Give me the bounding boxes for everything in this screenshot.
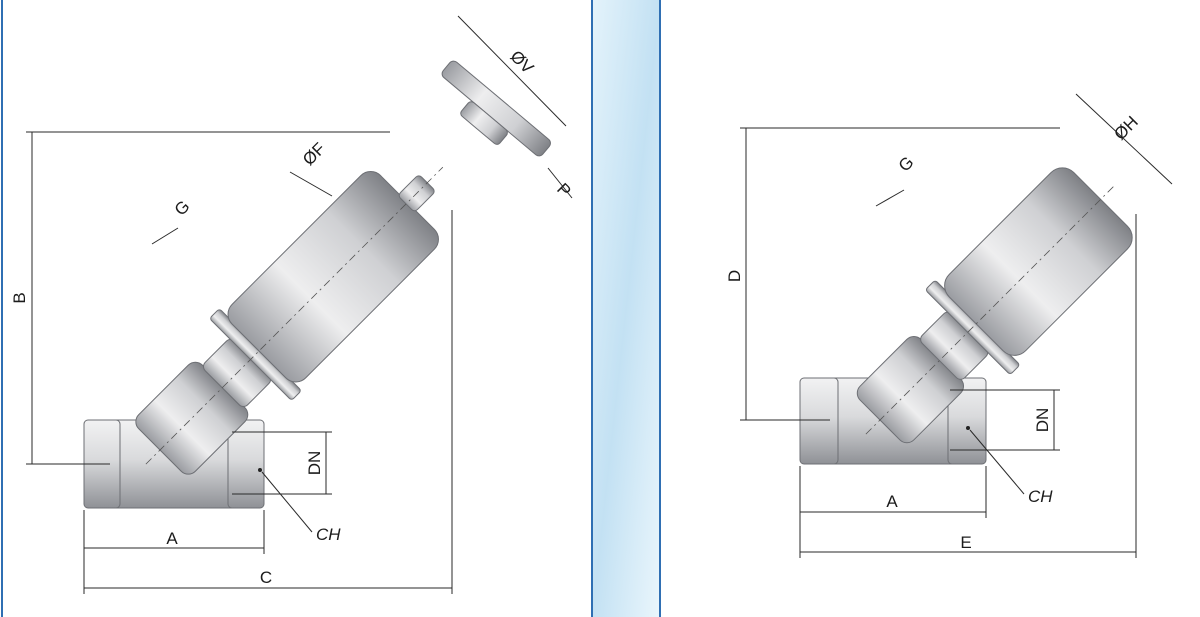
left-dim-p-line bbox=[547, 167, 573, 199]
right-actuator bbox=[856, 167, 1133, 444]
right-label-dn: DN bbox=[1033, 408, 1052, 433]
left-valve bbox=[83, 60, 551, 509]
left-dim-g-line bbox=[151, 227, 179, 245]
left-indicator bbox=[441, 60, 551, 157]
left-actuator bbox=[135, 166, 444, 475]
left-label-c: C bbox=[260, 568, 272, 587]
left-dim-f-line bbox=[289, 171, 333, 197]
right-ch-point bbox=[966, 426, 970, 430]
separator-strip bbox=[592, 0, 660, 617]
right-port-hex-left bbox=[799, 377, 839, 465]
right-valve bbox=[799, 167, 1133, 465]
right-label-d: D bbox=[725, 270, 744, 282]
right-label-e: E bbox=[960, 533, 971, 552]
left-ch-leader bbox=[261, 471, 313, 533]
left-ch-point bbox=[258, 468, 262, 472]
right-ch-leader bbox=[969, 429, 1025, 495]
right-label-a: A bbox=[886, 492, 898, 511]
right-dim-h-line bbox=[1075, 93, 1173, 185]
left-label-a: A bbox=[166, 529, 178, 548]
left-axis bbox=[145, 166, 444, 465]
left-label-b: B bbox=[10, 292, 29, 303]
left-label-dn: DN bbox=[305, 451, 324, 476]
right-axis bbox=[865, 186, 1114, 435]
right-dim-g-line bbox=[875, 189, 905, 207]
right-port-hex-right bbox=[947, 377, 987, 465]
left-dim-v-line bbox=[457, 15, 567, 127]
right-label-ch: CH bbox=[1028, 487, 1053, 506]
left-label-ch: CH bbox=[316, 525, 341, 544]
left-indicator-hub bbox=[460, 101, 508, 145]
